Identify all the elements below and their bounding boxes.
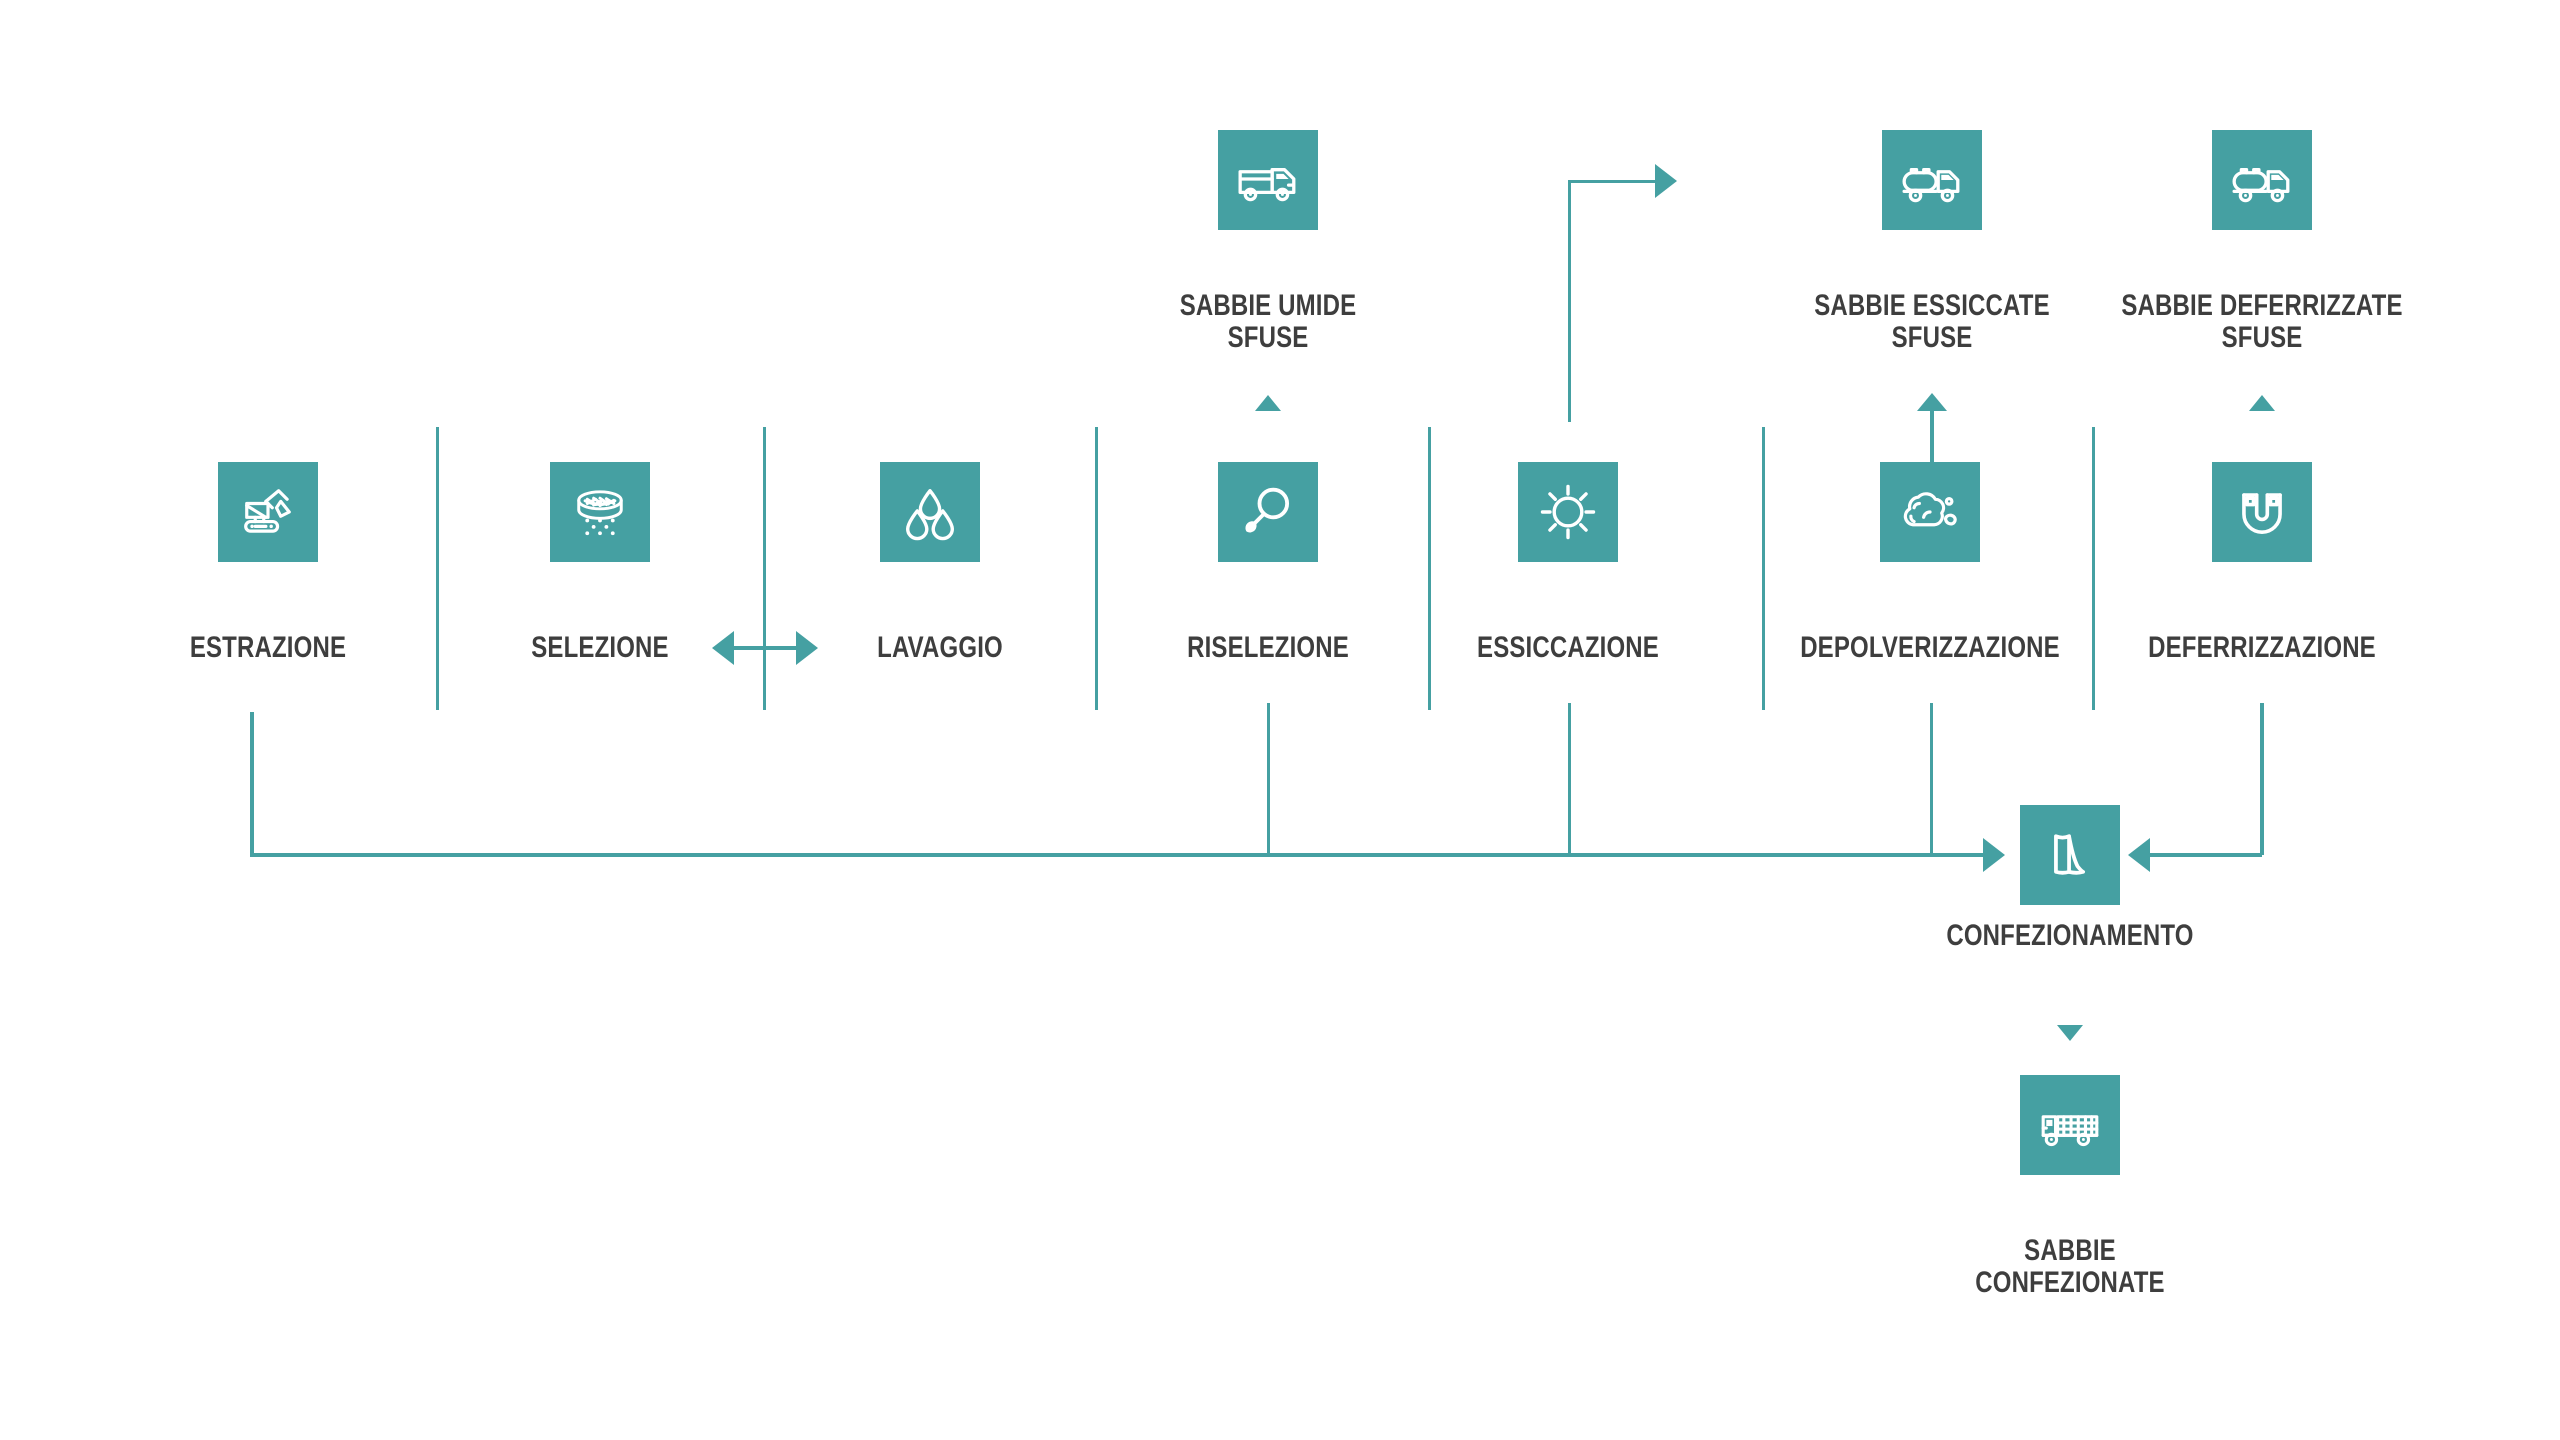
divider-essiccazione-depolverizzazione bbox=[1762, 427, 1765, 710]
stage-label-essiccazione: ESSICCAZIONE bbox=[1477, 631, 1659, 664]
output-label-sabbie-essiccate-sfuse: SABBIE ESSICCATE SFUSE bbox=[1814, 289, 2050, 355]
excavator-icon bbox=[218, 462, 318, 562]
divider-estrazione-selezione bbox=[436, 427, 439, 710]
connector-deferrizzazione-left bbox=[2150, 853, 2262, 857]
arrow-up-icon-sabbie-umide bbox=[1255, 395, 1281, 411]
stage-label-depolverizzazione: DEPOLVERIZZAZIONE bbox=[1800, 631, 2060, 664]
stage-label-deferrizzazione: DEFERRIZZAZIONE bbox=[2148, 631, 2376, 664]
bidirectional-connector-line bbox=[725, 646, 805, 650]
main-flow-line bbox=[250, 853, 1985, 857]
arrow-right-icon-selezione-lavaggio bbox=[796, 631, 818, 665]
arrow-left-icon-into-confezionamento bbox=[2128, 838, 2150, 872]
stage-label-lavaggio: LAVAGGIO bbox=[877, 631, 1003, 664]
magnet-icon bbox=[2212, 462, 2312, 562]
flatbed-truck-icon bbox=[2020, 1075, 2120, 1175]
magnifier-icon bbox=[1218, 462, 1318, 562]
stage-label-selezione: SELEZIONE bbox=[531, 631, 669, 664]
tanker-truck-icon-essiccate bbox=[1882, 130, 1982, 230]
arrow-right-icon-into-confezionamento bbox=[1983, 838, 2005, 872]
arrow-up-icon-sabbie-deferrizzate bbox=[2249, 395, 2275, 411]
divider-depolverizzazione-deferrizzazione bbox=[2092, 427, 2095, 710]
connector-essiccazione-right bbox=[1568, 180, 1661, 183]
output-label-sabbie-confezionate: SABBIE CONFEZIONATE bbox=[1975, 1234, 2165, 1300]
dump-truck-icon bbox=[1218, 130, 1318, 230]
sun-icon bbox=[1518, 462, 1618, 562]
stage-label-riselezione: RISELEZIONE bbox=[1187, 631, 1349, 664]
connector-riselezione-down bbox=[1267, 703, 1270, 855]
divider-riselezione-essiccazione bbox=[1428, 427, 1431, 710]
divider-selezione-lavaggio bbox=[763, 427, 766, 710]
arrow-down-icon-confezionamento bbox=[2057, 1025, 2083, 1041]
connector-estrazione-down bbox=[250, 712, 254, 857]
water-drops-icon bbox=[880, 462, 980, 562]
sieve-icon bbox=[550, 462, 650, 562]
connector-depolverizzazione-down bbox=[1930, 703, 1933, 855]
dust-cloud-icon bbox=[1880, 462, 1980, 562]
divider-lavaggio-riselezione bbox=[1095, 427, 1098, 710]
connector-depolverizzazione-up bbox=[1930, 410, 1934, 495]
sand-bag-icon bbox=[2020, 805, 2120, 905]
stage-label-confezionamento: CONFEZIONAMENTO bbox=[1946, 919, 2194, 952]
connector-deferrizzazione-down bbox=[2260, 703, 2264, 855]
stage-label-estrazione: ESTRAZIONE bbox=[189, 631, 347, 664]
arrow-left-icon-selezione-lavaggio bbox=[712, 631, 734, 665]
output-label-sabbie-deferrizzate-sfuse: SABBIE DEFERRIZZATE SFUSE bbox=[2121, 289, 2403, 355]
output-label-sabbie-umide-sfuse: SABBIE UMIDE SFUSE bbox=[1179, 289, 1357, 355]
arrow-up-icon-sabbie-essiccate bbox=[1917, 393, 1947, 411]
tanker-truck-icon-deferrizzate bbox=[2212, 130, 2312, 230]
connector-essiccazione-up bbox=[1568, 180, 1571, 422]
connector-essiccazione-down bbox=[1568, 703, 1571, 855]
arrow-right-icon-essiccazione bbox=[1655, 164, 1677, 198]
